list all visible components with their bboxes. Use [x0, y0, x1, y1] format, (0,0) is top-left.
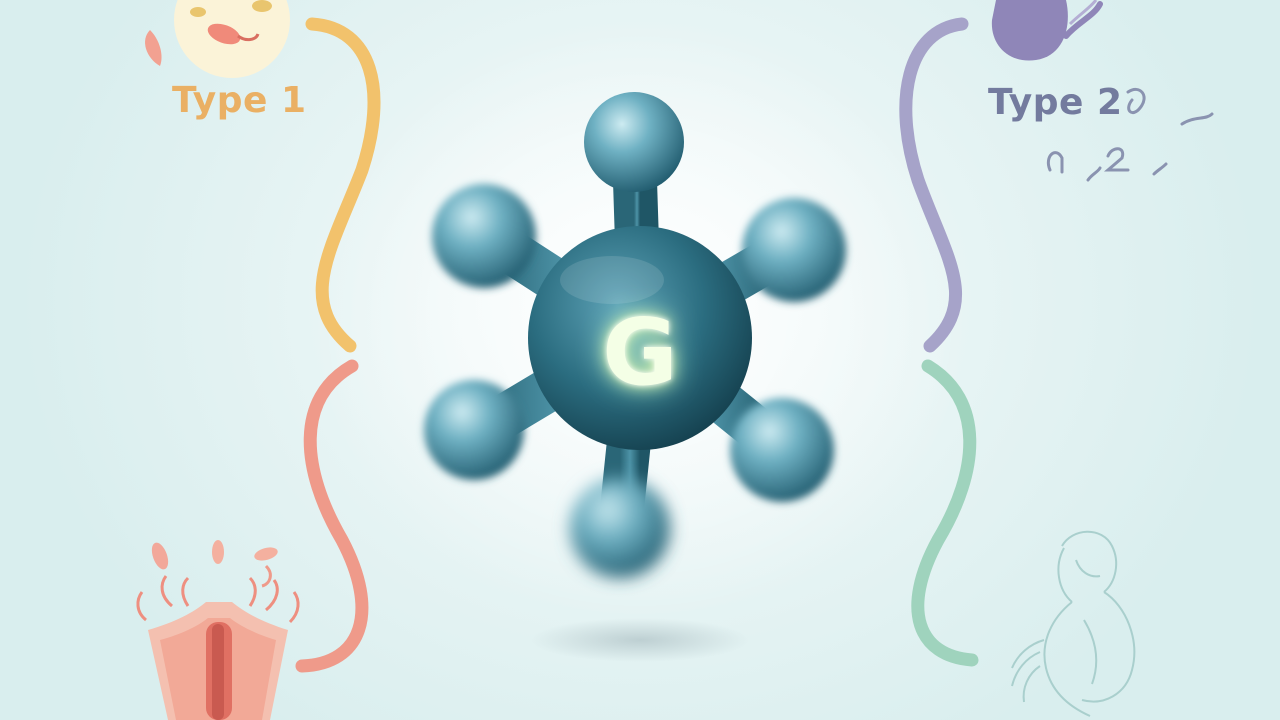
molecule-core: [528, 226, 752, 450]
type1-label: Type 1: [172, 80, 307, 121]
type2-lower-curve: [911, 359, 979, 667]
atom-lower-right: [730, 398, 834, 502]
type1-upper-curve: [305, 17, 381, 353]
type1-lower-curve: [295, 359, 369, 673]
molecule-shadow: [530, 618, 750, 662]
blood-vessel-illustration-icon: [136, 540, 300, 720]
pancreas-illustration-icon: [145, 0, 290, 78]
atom-upper-right: [742, 198, 846, 302]
atom-lower-left: [424, 380, 524, 480]
type2-label: Type 2: [988, 82, 1123, 123]
type2-connector: [799, 17, 1099, 667]
type2-squiggle-decoration: [1047, 87, 1214, 182]
atom-upper-left: [432, 184, 536, 288]
type1-connector: [161, 17, 481, 673]
atom-top: [584, 92, 684, 192]
type2-upper-curve: [899, 17, 969, 353]
molecule-atoms: [424, 92, 846, 578]
glucose-molecule: [424, 92, 846, 578]
core-highlight: [560, 256, 664, 304]
core-letter-g: G: [602, 298, 678, 406]
organ-illustration-icon: [991, 0, 1103, 61]
atom-bottom: [570, 478, 670, 578]
pregnant-woman-outline-icon: [1011, 530, 1136, 717]
